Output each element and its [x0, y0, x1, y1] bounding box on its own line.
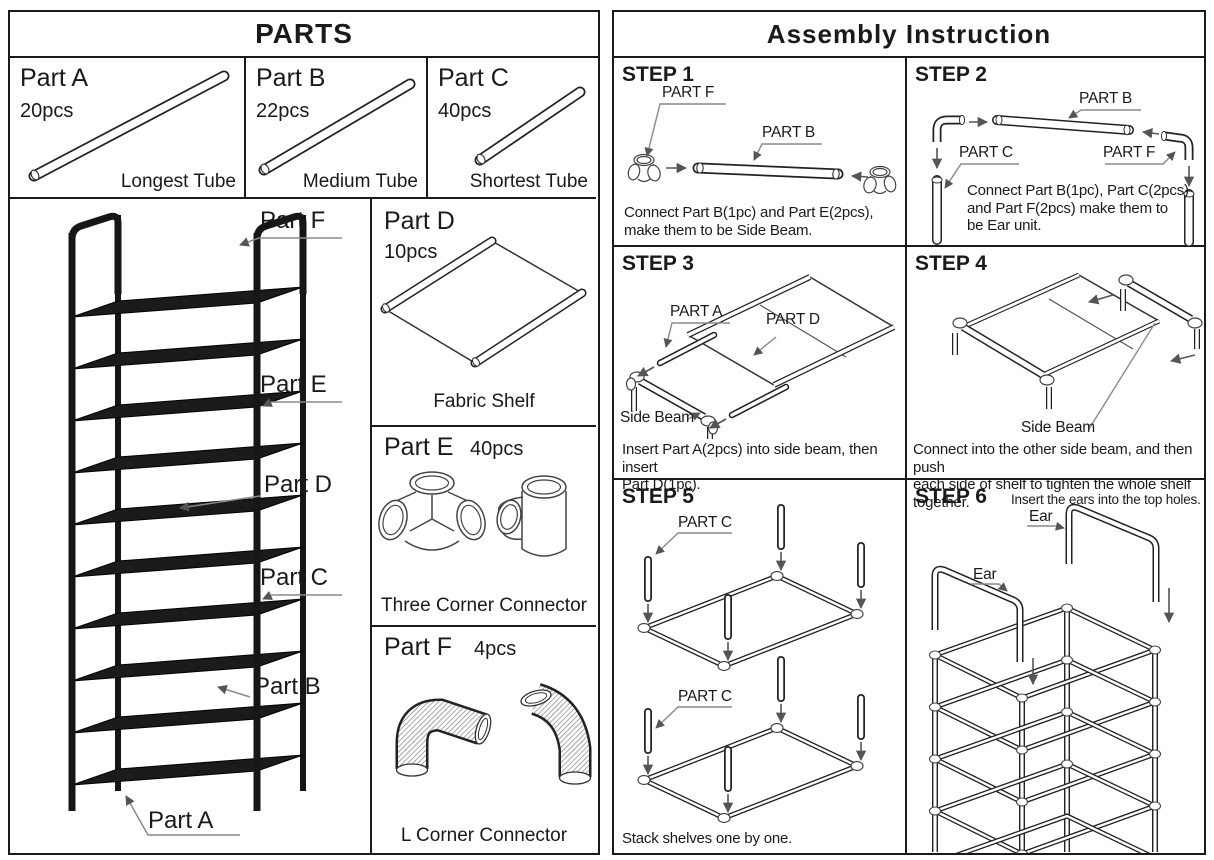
part-c-name: Part C	[438, 64, 509, 92]
part-d-cell: Part D 10pcs Fabric Shelf	[372, 199, 596, 427]
part-c-tube-diagram	[474, 86, 586, 166]
shoe-rack-diagram	[68, 212, 342, 836]
rack-label-part-c: Part C	[260, 564, 329, 591]
fabric-shelf-diagram	[380, 236, 587, 368]
step-6-cell: STEP 6	[907, 480, 1204, 853]
part-f-cell: Part F 4pcs L Corner Connector	[372, 627, 596, 853]
part-f-desc: L Corner Connector	[400, 825, 568, 846]
step-6-label-ear-2: Ear	[1029, 508, 1053, 525]
step-3-diagram	[625, 274, 896, 439]
part-b-tube-diagram	[258, 78, 416, 176]
part-e-desc: Three Corner Connector	[381, 595, 587, 616]
part-b-desc: Medium Tube	[302, 171, 418, 192]
step-1-label-part-b: PART B	[762, 124, 816, 141]
part-f-name: Part F	[384, 633, 453, 661]
step-5-label-part-c-1: PART C	[678, 514, 732, 531]
rack-label-part-a: Part A	[148, 807, 214, 834]
three-corner-connector-diagram	[378, 471, 567, 557]
step-4-label-side-beam: Side Beam	[1021, 419, 1096, 436]
parts-panel: PARTS Part A 20pcs Longest Tube Part B 2…	[8, 10, 600, 855]
step-5-diagram	[637, 504, 867, 824]
step-4-caption: Connect into the other side beam, and th…	[913, 441, 1193, 512]
step-1-diagram	[627, 103, 897, 195]
assembly-panel: Assembly Instruction STEP 1	[612, 10, 1206, 855]
step-1-cell: STEP 1	[614, 58, 907, 247]
l-corner-connector-diagram	[395, 683, 592, 785]
step-6-diagram	[928, 503, 1175, 853]
step-3-label-part-a: PART A	[670, 303, 723, 320]
step-2-cell: STEP 2	[907, 58, 1204, 247]
part-c-cell: Part C 40pcs Shortest Tube	[428, 58, 596, 199]
step-1-label-part-f: PART F	[662, 84, 715, 101]
step-4-diagram	[952, 272, 1203, 430]
part-b-qty: 22pcs	[256, 100, 310, 122]
step-5-cell: STEP 5	[614, 480, 907, 853]
part-d-name: Part D	[384, 207, 455, 235]
step-2-diagram	[931, 109, 1195, 247]
part-f-qty: 4pcs	[474, 638, 517, 660]
step-4-cell: STEP 4	[907, 247, 1204, 511]
step-2-caption: Connect Part B(1pc), Part C(2pcs) and Pa…	[967, 182, 1189, 235]
part-e-cell: Part E 40pcs	[372, 427, 596, 627]
step-2-label-part-c: PART C	[959, 144, 1013, 161]
parts-panel-title: PARTS	[10, 12, 598, 58]
step-2-label-part-f: PART F	[1103, 144, 1156, 161]
rack-label-part-e: Part E	[260, 371, 327, 398]
assembly-panel-title: Assembly Instruction	[614, 12, 1204, 58]
part-a-desc: Longest Tube	[120, 171, 236, 192]
step-5-caption: Stack shelves one by one.	[622, 830, 793, 847]
part-a-tube-diagram	[28, 70, 230, 182]
step-5-label-part-c-2: PART C	[678, 688, 732, 705]
part-c-qty: 40pcs	[438, 100, 492, 122]
rack-label-part-f: Part F	[260, 207, 326, 234]
step-6-title: STEP 6	[915, 485, 987, 508]
rack-overview-cell: Part F Part E Part D Part C Part B Part …	[10, 199, 372, 853]
step-1-caption: Connect Part B(1pc) and Part E(2pcs), ma…	[624, 204, 874, 239]
part-e-name: Part E	[384, 433, 454, 461]
rack-label-part-d: Part D	[264, 471, 333, 498]
step-3-label-side-beam: Side Beam	[620, 409, 695, 426]
part-a-cell: Part A 20pcs Longest Tube	[10, 58, 246, 199]
part-e-qty: 40pcs	[470, 438, 524, 460]
step-1-title: STEP 1	[622, 63, 694, 86]
step-6-label-ear-1: Ear	[973, 566, 997, 583]
step-3-cell: STEP 3	[614, 247, 907, 493]
step-2-title: STEP 2	[915, 63, 987, 86]
part-a-qty: 20pcs	[20, 100, 74, 122]
step-5-title: STEP 5	[622, 485, 694, 508]
part-d-qty: 10pcs	[384, 241, 438, 263]
part-b-cell: Part B 22pcs Medium Tube	[246, 58, 428, 199]
part-a-name: Part A	[20, 64, 89, 92]
step-4-title: STEP 4	[915, 252, 987, 275]
step-3-title: STEP 3	[622, 252, 694, 275]
step-6-caption: Insert the ears into the top holes.	[1011, 492, 1201, 507]
rack-label-part-b: Part B	[254, 673, 321, 700]
part-b-name: Part B	[256, 64, 326, 92]
step-3-label-part-d: PART D	[766, 311, 820, 328]
part-d-desc: Fabric Shelf	[433, 391, 535, 412]
step-2-label-part-b: PART B	[1079, 90, 1133, 107]
step-3-caption: Insert Part A(2pcs) into side beam, then…	[622, 441, 878, 494]
part-c-desc: Shortest Tube	[469, 171, 588, 192]
